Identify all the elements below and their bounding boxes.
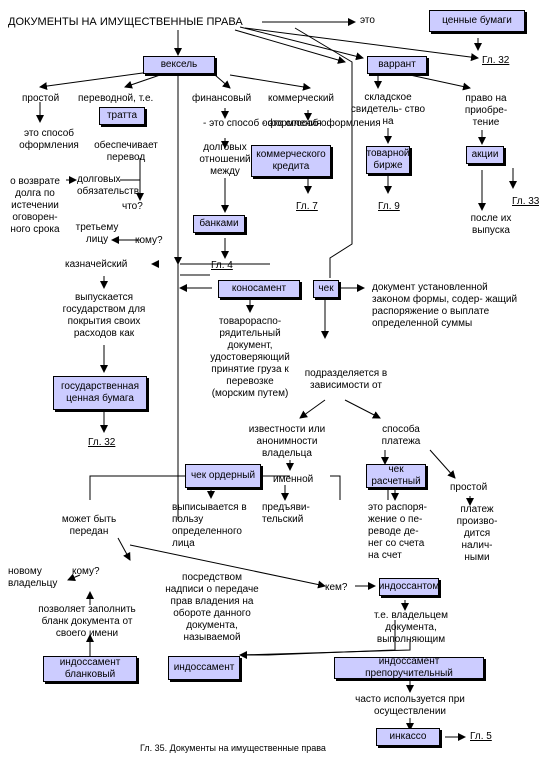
label-acquire-right: право на приобре- тение: [464, 93, 508, 128]
procuration-indossament-box: индоссамент препоручительный: [334, 656, 484, 679]
label-may-be-transferred: может быть передан: [61, 514, 117, 537]
label-who: кем?: [325, 582, 348, 593]
label-new-owner: новому владельцу: [8, 566, 58, 589]
banks-box: банками: [193, 215, 245, 233]
label-commercial-desc: - это способ оформления: [262, 118, 381, 129]
label-settlement-desc: это распоря- жение о пе- реводе де- нег …: [368, 502, 427, 561]
ref-g7: Гл. 7: [296, 201, 318, 212]
commodity-exchange-box: товарной бирже: [366, 146, 410, 174]
label-third-person: третьему лицу: [75, 222, 119, 245]
bill-box: вексель: [143, 56, 215, 74]
commercial-credit-box: коммерческого кредита: [251, 145, 331, 177]
konosament-box: коносамент: [218, 280, 300, 298]
label-simple: простой: [22, 93, 60, 104]
order-check-box: чек ордерный: [185, 464, 261, 488]
state-security-box: государственная ценная бумага: [53, 376, 147, 410]
ref-g4: Гл. 4: [211, 260, 233, 271]
caption: Гл. 35. Документы на имущественные права: [140, 743, 326, 753]
label-cash-payment: платеж произво- дится налич- ными: [456, 504, 498, 563]
ref-g9: Гл. 9: [378, 201, 400, 212]
label-allows-fill: позволяет заполнить бланк документа от с…: [38, 604, 136, 639]
title-note: это: [360, 15, 375, 26]
inkasso-box: инкассо: [376, 728, 440, 746]
label-treasury: казначейский: [65, 259, 128, 270]
label-formation-method: - это способ оформления: [203, 118, 322, 129]
label-to-whom-1: кому?: [135, 235, 163, 246]
label-owner-doing: т.е. владельцем документа, выполняющим: [373, 610, 448, 645]
label-financial: финансовый: [192, 93, 252, 104]
label-what: что?: [122, 201, 143, 212]
label-divided: подразделяется в зависимости от: [304, 368, 388, 391]
label-secures-transfer: обеспечивает перевод: [94, 140, 158, 163]
securities-box: ценные бумаги: [429, 10, 525, 32]
ref-g32b: Гл. 32: [88, 437, 116, 448]
blank-indossament-box: индоссамент бланковый: [43, 656, 137, 682]
label-naming: известности или анонимности владельца: [248, 424, 326, 459]
label-simple-desc: это способ оформления: [19, 128, 79, 151]
label-debt-return: о возврате долга по истечении оговорен- …: [10, 176, 60, 235]
label-check-desc: документ установленной законом формы, со…: [372, 282, 518, 329]
ref-g32a: Гл. 32: [482, 55, 510, 66]
label-debt-relations: долговых отношений между: [199, 142, 251, 177]
ref-g5: Гл. 5: [470, 731, 492, 742]
diagram-title: ДОКУМЕНТЫ НА ИМУЩЕСТВЕННЫЕ ПРАВА: [8, 16, 243, 28]
shares-box: акции: [466, 146, 504, 164]
warrant-box: варрант: [367, 56, 427, 74]
label-order-desc: выписывается в пользу определенного лица: [172, 502, 247, 549]
label-after-issue: после их выпуска: [470, 213, 512, 236]
label-by-inscription: посредством надписи о передаче прав влад…: [165, 572, 259, 643]
label-issued-state: выпускается государством для покрытия св…: [62, 292, 146, 339]
ref-g33: Гл. 33: [512, 196, 539, 207]
label-commercial: коммерческий: [268, 93, 335, 104]
label-simple-2: простой: [450, 482, 488, 493]
label-payment-method: способа платежа: [381, 424, 421, 447]
settlement-check-box: чек расчетный: [366, 464, 426, 488]
label-warehouse-cert: складское свидетель- ство на: [350, 92, 426, 127]
check-box: чек: [313, 280, 339, 298]
tratta-box: тратта: [99, 107, 145, 125]
label-debt-obligations: долговых обязательств: [77, 174, 140, 197]
indossant-box: индоссантом: [379, 578, 439, 596]
label-bearer: предъяви- тельский: [262, 502, 310, 525]
label-konosament-desc: товарораспо- рядительный документ, удост…: [210, 316, 290, 399]
label-transferable: переводной, т.е.: [78, 93, 154, 104]
indossament-box: индоссамент: [168, 656, 240, 680]
label-often-used: часто используется при осуществлении: [355, 694, 465, 717]
label-to-whom-2: кому?: [72, 566, 100, 577]
label-named: именной: [273, 474, 314, 485]
